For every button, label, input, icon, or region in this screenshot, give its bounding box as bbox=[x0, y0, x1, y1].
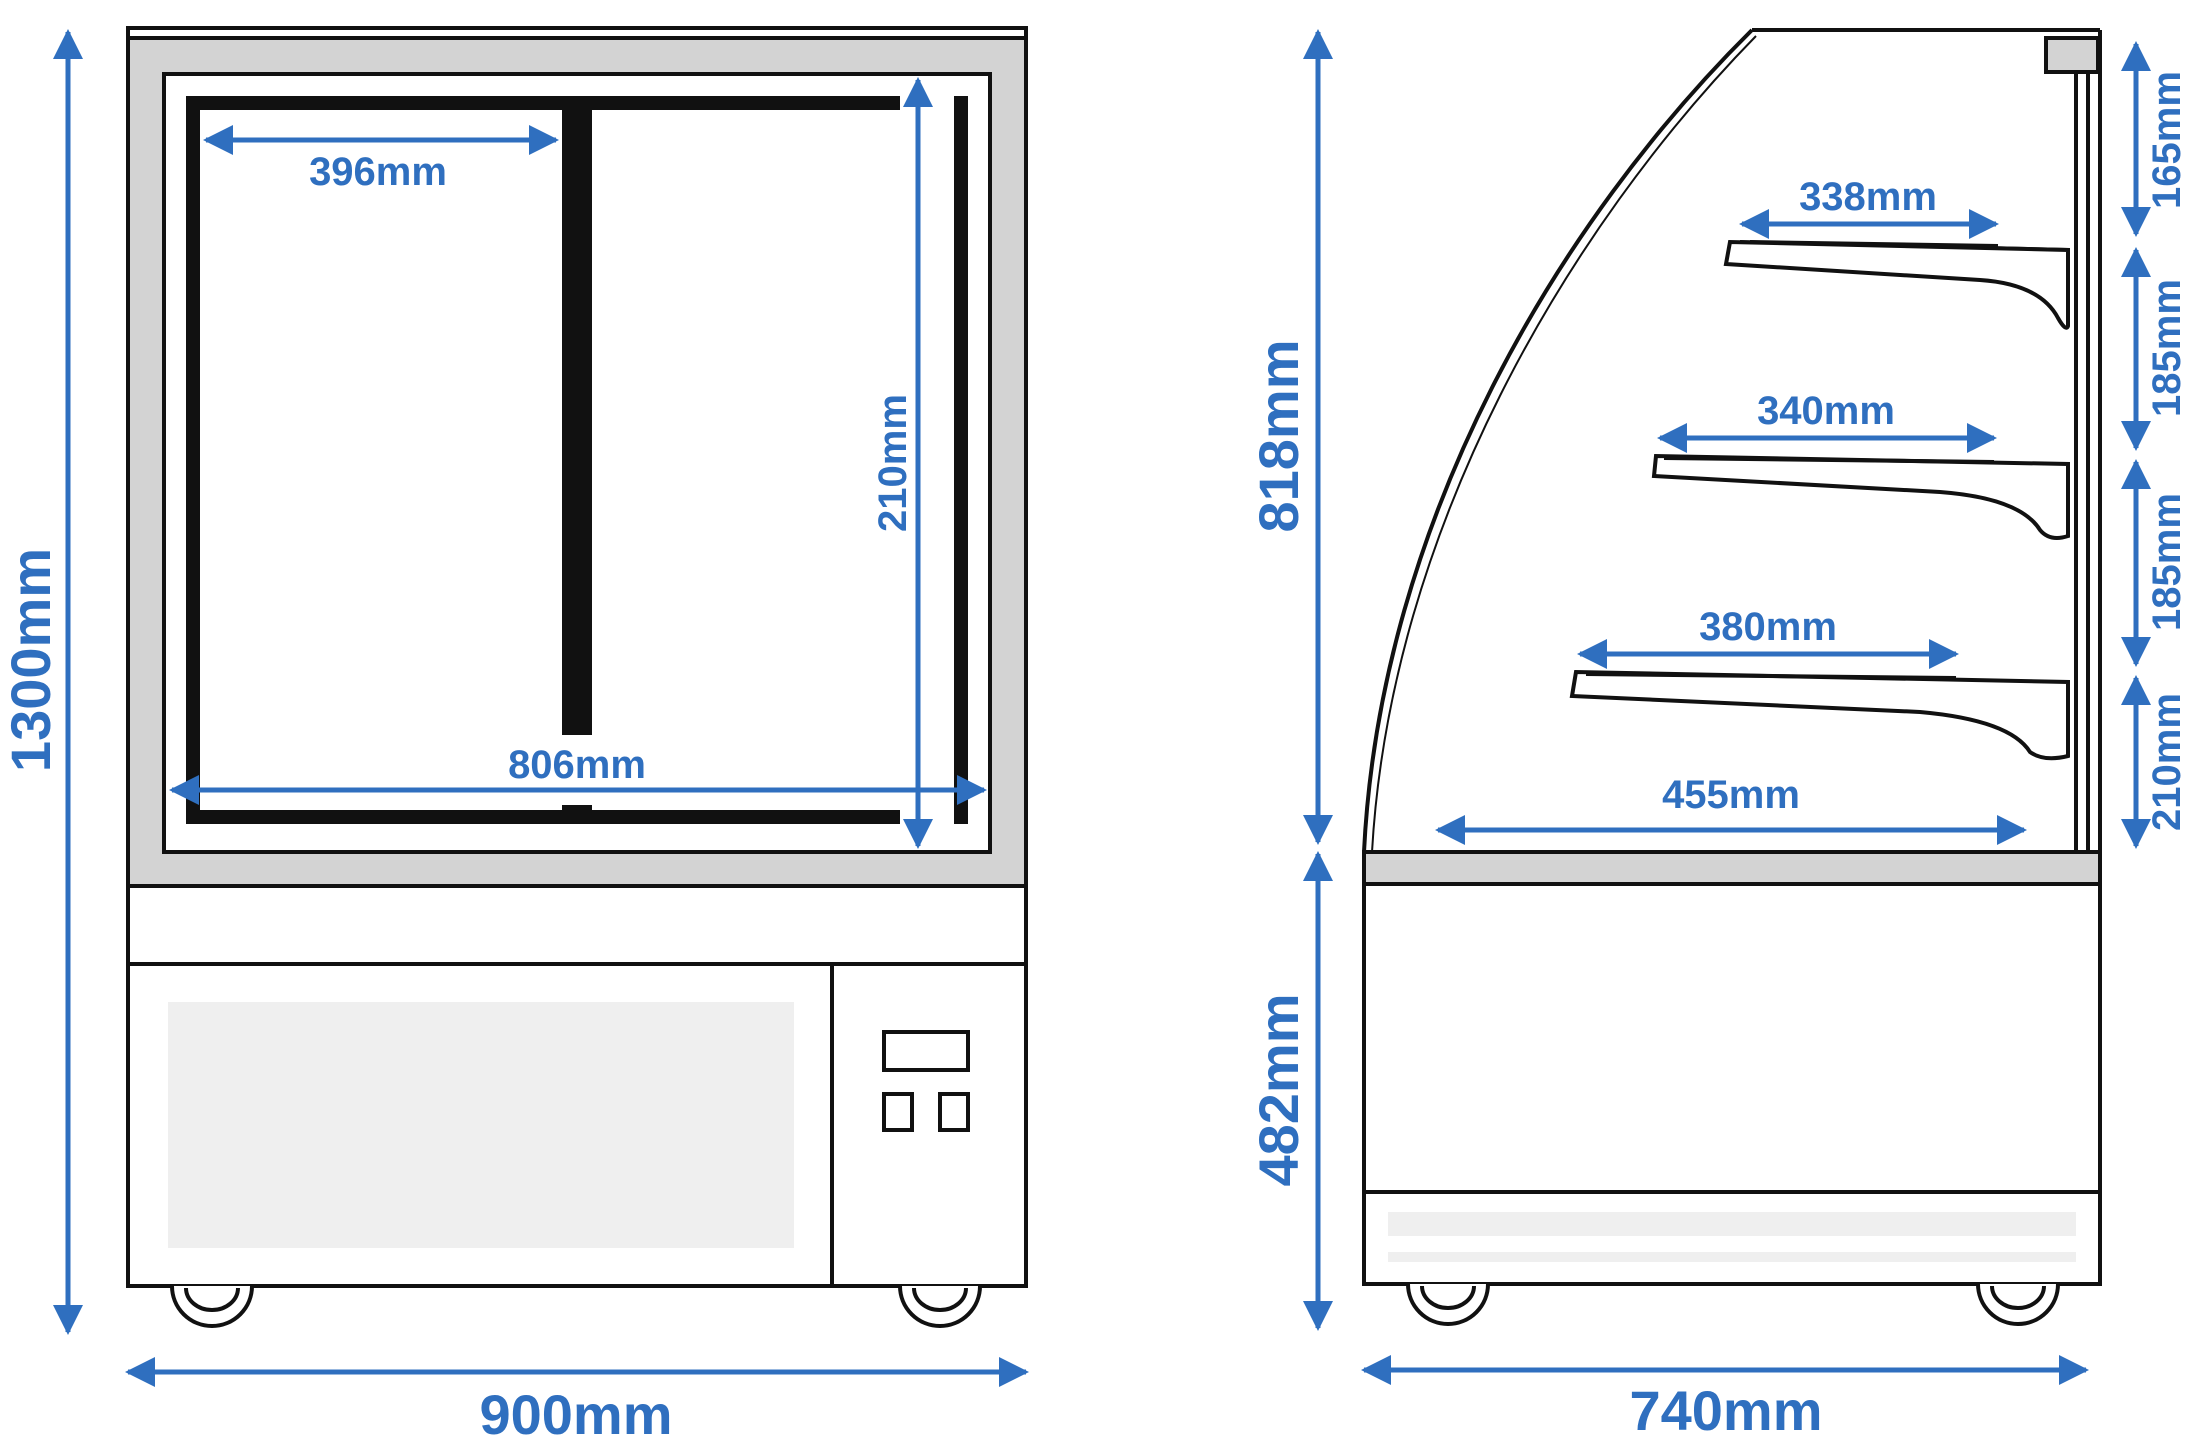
label-shelf-width: 396mm bbox=[309, 150, 447, 194]
front-grille-panel bbox=[168, 1002, 794, 1248]
side-view: 740mm 818mm 482mm 455mm 338mm 340mm 380m… bbox=[1247, 28, 2189, 1442]
control-display bbox=[882, 1030, 970, 1072]
front-mid-band bbox=[126, 884, 1028, 966]
side-vent-2 bbox=[1388, 1252, 2076, 1262]
curved-glass-inner bbox=[1371, 35, 1757, 853]
side-wheels bbox=[1406, 1283, 2060, 1326]
label-shelf-2-depth: 340mm bbox=[1757, 389, 1895, 433]
label-base-depth: 455mm bbox=[1662, 773, 1800, 817]
label-base-height: 482mm bbox=[1247, 993, 1310, 1186]
label-shelf-1-depth: 338mm bbox=[1799, 175, 1937, 219]
shelf-3 bbox=[1569, 669, 2070, 761]
front-wheels bbox=[170, 1285, 982, 1328]
label-overall-height: 1300mm bbox=[0, 548, 62, 772]
label-lower-height: 210mm bbox=[871, 394, 915, 532]
top-light-box bbox=[2044, 36, 2100, 74]
label-overall-width: 900mm bbox=[479, 1383, 672, 1446]
label-display-height: 818mm bbox=[1247, 339, 1310, 532]
label-overall-depth: 740mm bbox=[1629, 1379, 1822, 1442]
side-vent-1 bbox=[1388, 1212, 2076, 1236]
control-button-right bbox=[938, 1092, 970, 1132]
label-shelf-3-depth: 380mm bbox=[1699, 605, 1837, 649]
curved-glass-outer bbox=[1362, 28, 1754, 853]
label-spacing-3: 185mm bbox=[2145, 493, 2189, 631]
label-spacing-1: 165mm bbox=[2145, 71, 2189, 209]
front-door-frames bbox=[186, 96, 968, 824]
label-glass-width: 806mm bbox=[508, 743, 646, 787]
label-spacing-2: 185mm bbox=[2145, 279, 2189, 417]
side-deck bbox=[1362, 850, 2102, 886]
control-button-left bbox=[882, 1092, 914, 1132]
front-view: 1300mm 900mm 396mm 806mm 210mm bbox=[0, 26, 1029, 1446]
shelf-1 bbox=[1723, 239, 2070, 330]
shelf-2 bbox=[1651, 453, 2070, 540]
label-spacing-4: 210mm bbox=[2145, 693, 2189, 831]
